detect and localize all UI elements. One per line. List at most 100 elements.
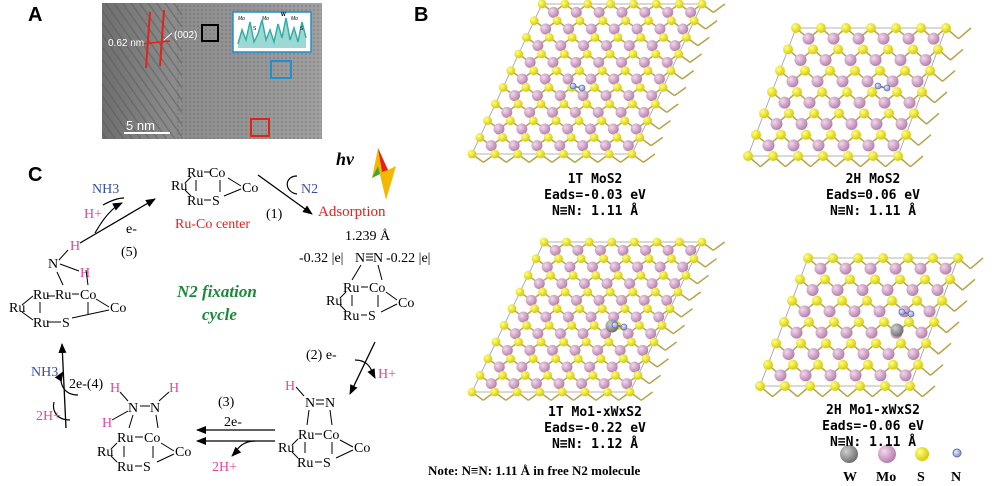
sulfur-atom xyxy=(697,237,707,247)
sulfur-atom xyxy=(613,32,623,42)
molybdenum-atom xyxy=(661,56,673,68)
adsorption-energy: Eads=-0.22 eV xyxy=(544,421,646,436)
molybdenum-atom xyxy=(790,326,803,339)
sulfur-atom xyxy=(767,87,777,97)
sulfur-atom xyxy=(620,116,630,126)
legend-n-label: N xyxy=(951,470,961,485)
molybdenum-atom xyxy=(782,348,795,360)
scale-bar-label: 5 nm xyxy=(126,118,155,133)
sulfur-atom xyxy=(529,66,539,76)
sulfur-atom xyxy=(573,354,583,364)
sulfur-atom xyxy=(828,253,838,263)
sulfur-atom xyxy=(808,44,818,55)
sulfur-atom xyxy=(522,320,531,330)
bond-length: N≡N: 1.11 Å xyxy=(829,204,917,219)
sulfur-atom xyxy=(649,337,659,347)
molybdenum-atom xyxy=(639,6,651,18)
nitrogen-atom-icon xyxy=(952,448,962,458)
sulfur-atom xyxy=(574,116,584,126)
sulfur-atom xyxy=(830,381,840,391)
sulfur-atom xyxy=(843,151,853,161)
molybdenum-atom xyxy=(615,106,627,118)
molybdenum-atom xyxy=(919,54,932,66)
molybdenum-atom xyxy=(622,328,634,340)
sulfur-atom xyxy=(621,16,631,26)
atom-label: H xyxy=(285,379,295,394)
caption-1t-mos2: 1T MoS2 Eads=-0.03 eV N≡N: 1.11 Å xyxy=(510,172,680,220)
sulfur-atom xyxy=(560,0,570,9)
structure-models xyxy=(467,0,984,401)
sulfur-atom xyxy=(759,108,769,119)
sulfur-atom xyxy=(599,254,609,264)
sulfur-atom xyxy=(674,0,684,9)
sulfur-atom xyxy=(681,270,691,280)
nitrogen-atom xyxy=(611,321,619,329)
step5-label: (5) xyxy=(121,245,138,260)
molybdenum-atom xyxy=(556,278,568,290)
sulfur-atom xyxy=(888,359,898,370)
sulfur-atom xyxy=(557,387,567,397)
sulfur-atom xyxy=(903,253,913,263)
sulfur-atom xyxy=(803,253,813,263)
sulfur-atom xyxy=(643,66,653,76)
molybdenum-atom xyxy=(849,369,862,382)
molybdenum-atom xyxy=(662,244,674,256)
sulfur-atom xyxy=(809,108,819,119)
molybdenum-atom xyxy=(877,32,890,45)
molybdenum-atom xyxy=(899,369,912,382)
sulfur-atom xyxy=(775,65,785,76)
molybdenum-atom xyxy=(563,23,575,35)
caption-2h-mows2: 2H Mo1-xWxS2 Eads=-0.06 eV N≡N: 1.11 Å xyxy=(788,403,958,451)
sulfur-atom xyxy=(818,151,828,161)
sulfur-atom xyxy=(598,16,608,26)
sulfur-atom xyxy=(666,16,676,26)
sulfur-atom xyxy=(878,253,888,263)
sulfur-atom xyxy=(607,237,617,247)
molybdenum-atom xyxy=(598,378,610,390)
sulfur-atom xyxy=(904,317,914,327)
charge-right-label: -0.22 |e| xyxy=(386,251,430,266)
sulfur-atom xyxy=(567,32,577,42)
molybdenum-atom xyxy=(570,56,582,68)
molybdenum-atom xyxy=(624,278,636,290)
atom-label: N xyxy=(373,251,383,266)
sulfur-atom xyxy=(621,254,631,264)
sulfur-atom xyxy=(858,44,868,55)
molybdenum-atom xyxy=(577,90,589,102)
molybdenum-atom xyxy=(546,344,558,356)
molybdenum-atom xyxy=(640,244,652,256)
molybdenum-atom xyxy=(812,139,825,152)
molybdenum-atom xyxy=(569,344,581,356)
sulfur-atom xyxy=(625,387,635,397)
sulfur-atom xyxy=(636,32,646,42)
molybdenum-atom xyxy=(616,6,628,18)
adsorption-energy: Eads=0.06 eV xyxy=(826,188,920,203)
molybdenum-atom xyxy=(540,311,552,323)
sulfur-atom xyxy=(925,65,935,76)
nitrogen-atom xyxy=(907,310,915,318)
sulfur-atom xyxy=(842,87,852,97)
sulfur-atom xyxy=(583,0,593,9)
molybdenum-atom xyxy=(853,96,866,109)
sulfur-atom xyxy=(544,320,554,330)
sulfur-atom xyxy=(689,16,699,26)
sulfur-atom xyxy=(514,49,524,59)
molybdenum-atom xyxy=(547,56,559,68)
molybdenum-atom xyxy=(524,56,536,68)
cycle-title-line1: N2 fixation xyxy=(176,282,257,301)
molybdenum-atom xyxy=(570,6,582,18)
molybdenum-atom xyxy=(762,139,775,152)
molybdenum-atom xyxy=(662,6,674,18)
sulfur-atom xyxy=(697,0,707,9)
sulfur-atom xyxy=(628,49,638,59)
molybdenum-atom xyxy=(832,348,845,360)
molybdenum-atom xyxy=(539,73,551,85)
sulfur-atom xyxy=(581,149,591,159)
molybdenum-atom xyxy=(532,40,544,52)
molybdenum-atom xyxy=(856,284,869,296)
molybdenum-atom xyxy=(799,369,812,382)
atom-label: S xyxy=(212,194,220,209)
sulfur-atom xyxy=(620,66,630,76)
molybdenum-atom xyxy=(570,294,582,306)
n2-fixation-cycle: Ru Co Ru Ru S Co Ru-Co center N2 (1) Ads… xyxy=(9,148,430,475)
